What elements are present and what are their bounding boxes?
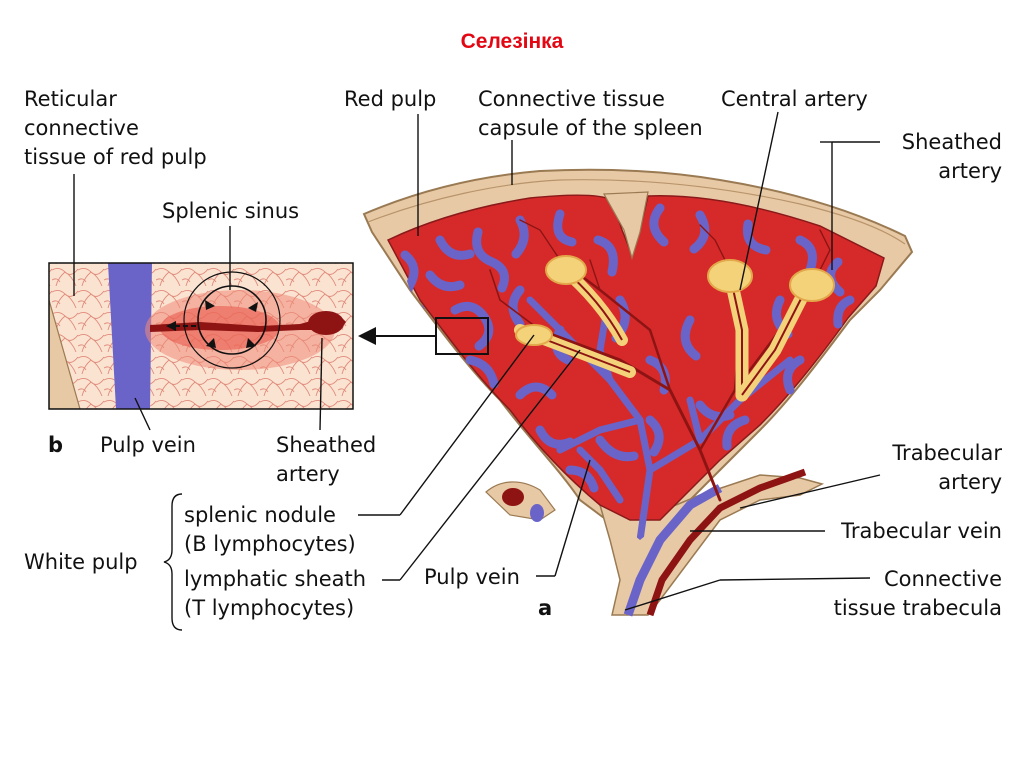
trabecular-vessel-section — [502, 488, 524, 506]
detail-arrow — [358, 327, 436, 345]
label-reticular-1: Reticular — [24, 87, 117, 111]
spleen-wedge — [362, 168, 914, 617]
label-lymphatic-sheath-2: (T lymphocytes) — [184, 596, 354, 620]
leader-lines — [73, 111, 881, 611]
labels: Reticular connective tissue of red pulp … — [24, 87, 1002, 620]
label-central-artery: Central artery — [721, 87, 868, 111]
label-lymphatic-sheath-1: lymphatic sheath — [184, 567, 366, 591]
label-pulp-vein-b: Pulp vein — [100, 433, 196, 457]
label-sheathed-artery-b-1: Sheathed — [276, 433, 376, 457]
pulp-vein-b — [108, 263, 152, 409]
red-pulp — [386, 194, 885, 521]
connective-tissue-trabecula — [598, 474, 825, 616]
label-trabecular-artery-1: Trabecular — [891, 441, 1002, 465]
label-splenic-nodule-1: splenic nodule — [184, 503, 336, 527]
label-capsule-1: Connective tissue — [478, 87, 665, 111]
label-sheathed-artery-b-2: artery — [276, 462, 340, 486]
trabecular-artery — [646, 468, 807, 617]
label-panel-b: b — [48, 433, 63, 457]
label-splenic-nodule-2: (B lymphocytes) — [184, 532, 356, 556]
label-trabecula-1: Connective — [884, 567, 1002, 591]
label-trabecular-artery-2: artery — [938, 470, 1002, 494]
detail-panel — [48, 262, 354, 410]
label-panel-a: a — [538, 596, 552, 620]
label-sheathed-artery-a-1: Sheathed — [902, 130, 1002, 154]
label-splenic-sinus: Splenic sinus — [162, 199, 299, 223]
label-reticular-3: tissue of red pulp — [24, 145, 207, 169]
label-pulp-vein-a: Pulp vein — [424, 565, 520, 589]
flow-arrows — [166, 300, 258, 348]
label-sheathed-artery-a-2: artery — [938, 159, 1002, 183]
label-white-pulp: White pulp — [24, 550, 138, 574]
label-red-pulp: Red pulp — [344, 87, 436, 111]
white-pulp-sheaths — [514, 255, 835, 402]
trabecular-vein — [623, 484, 723, 617]
label-trabecula-2: tissue trabecula — [834, 596, 1002, 620]
label-reticular-2: connective — [24, 116, 139, 140]
splenic-sinus — [197, 285, 267, 355]
slide-title: Селезінка — [460, 30, 564, 53]
trabecula-edge — [49, 299, 81, 409]
label-trabecular-vein: Trabecular vein — [840, 519, 1002, 543]
label-capsule-2: capsule of the spleen — [478, 116, 703, 140]
white-pulp-brace — [163, 493, 183, 631]
